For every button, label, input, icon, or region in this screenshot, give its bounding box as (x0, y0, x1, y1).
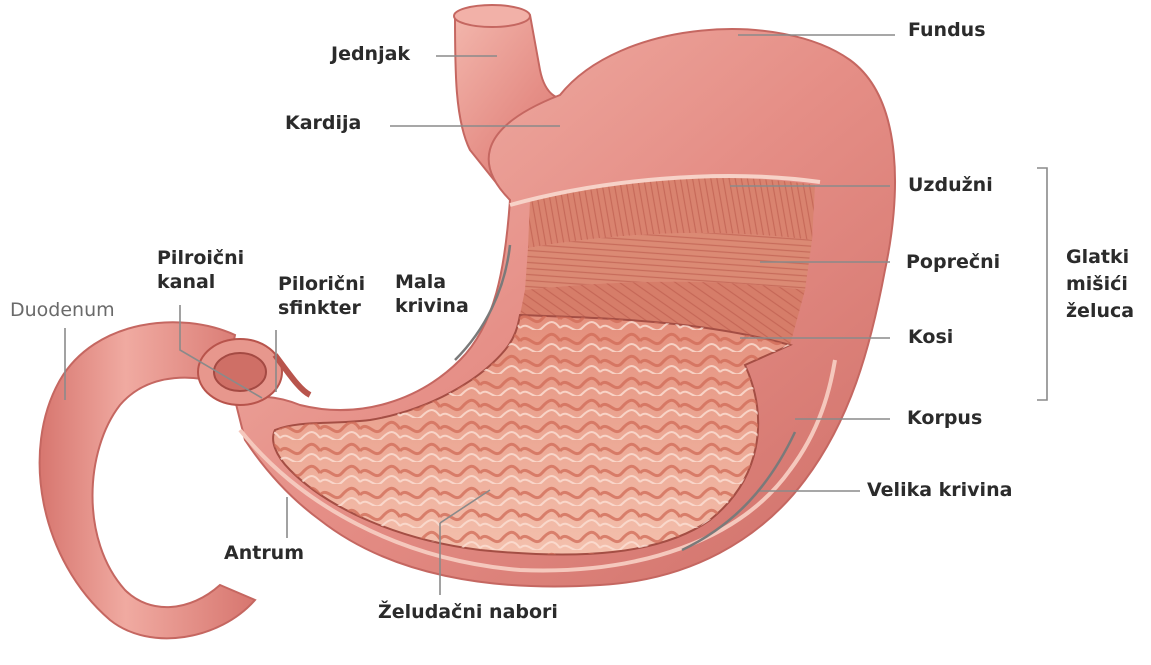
label-mala-line1: Mala (395, 270, 469, 294)
label-kanal-line2: kanal (157, 270, 244, 294)
label-antrum: Antrum (224, 541, 304, 565)
label-mala-line2: krivina (395, 294, 469, 318)
label-glatki-line3: želuca (1066, 298, 1134, 325)
label-sfinkter-line2: sfinkter (278, 296, 365, 320)
label-duodenum: Duodenum (10, 298, 115, 322)
label-glatki-line2: mišići (1066, 271, 1134, 298)
label-velika-krivina: Velika krivina (867, 478, 1012, 502)
label-piloricni-kanal: Pilroični kanal (157, 246, 244, 294)
label-zeludacni-nabori: Želudačni nabori (378, 600, 558, 624)
label-piloricni-sfinkter: Pilorični sfinkter (278, 272, 365, 320)
label-korpus: Korpus (907, 406, 982, 430)
label-mala-krivina: Mala krivina (395, 270, 469, 318)
label-glatki-line1: Glatki (1066, 244, 1134, 271)
label-fundus: Fundus (908, 18, 986, 42)
label-kosi: Kosi (908, 325, 953, 349)
label-kanal-line1: Pilroični (157, 246, 244, 270)
label-sfinkter-line1: Pilorični (278, 272, 365, 296)
label-jednjak: Jednjak (331, 42, 410, 66)
label-kardija: Kardija (285, 111, 361, 135)
label-uzduzni: Uzdužni (908, 173, 993, 197)
label-poprecni: Poprečni (906, 250, 1000, 274)
label-glatki-misici-zeluca: Glatki mišići želuca (1066, 244, 1134, 325)
